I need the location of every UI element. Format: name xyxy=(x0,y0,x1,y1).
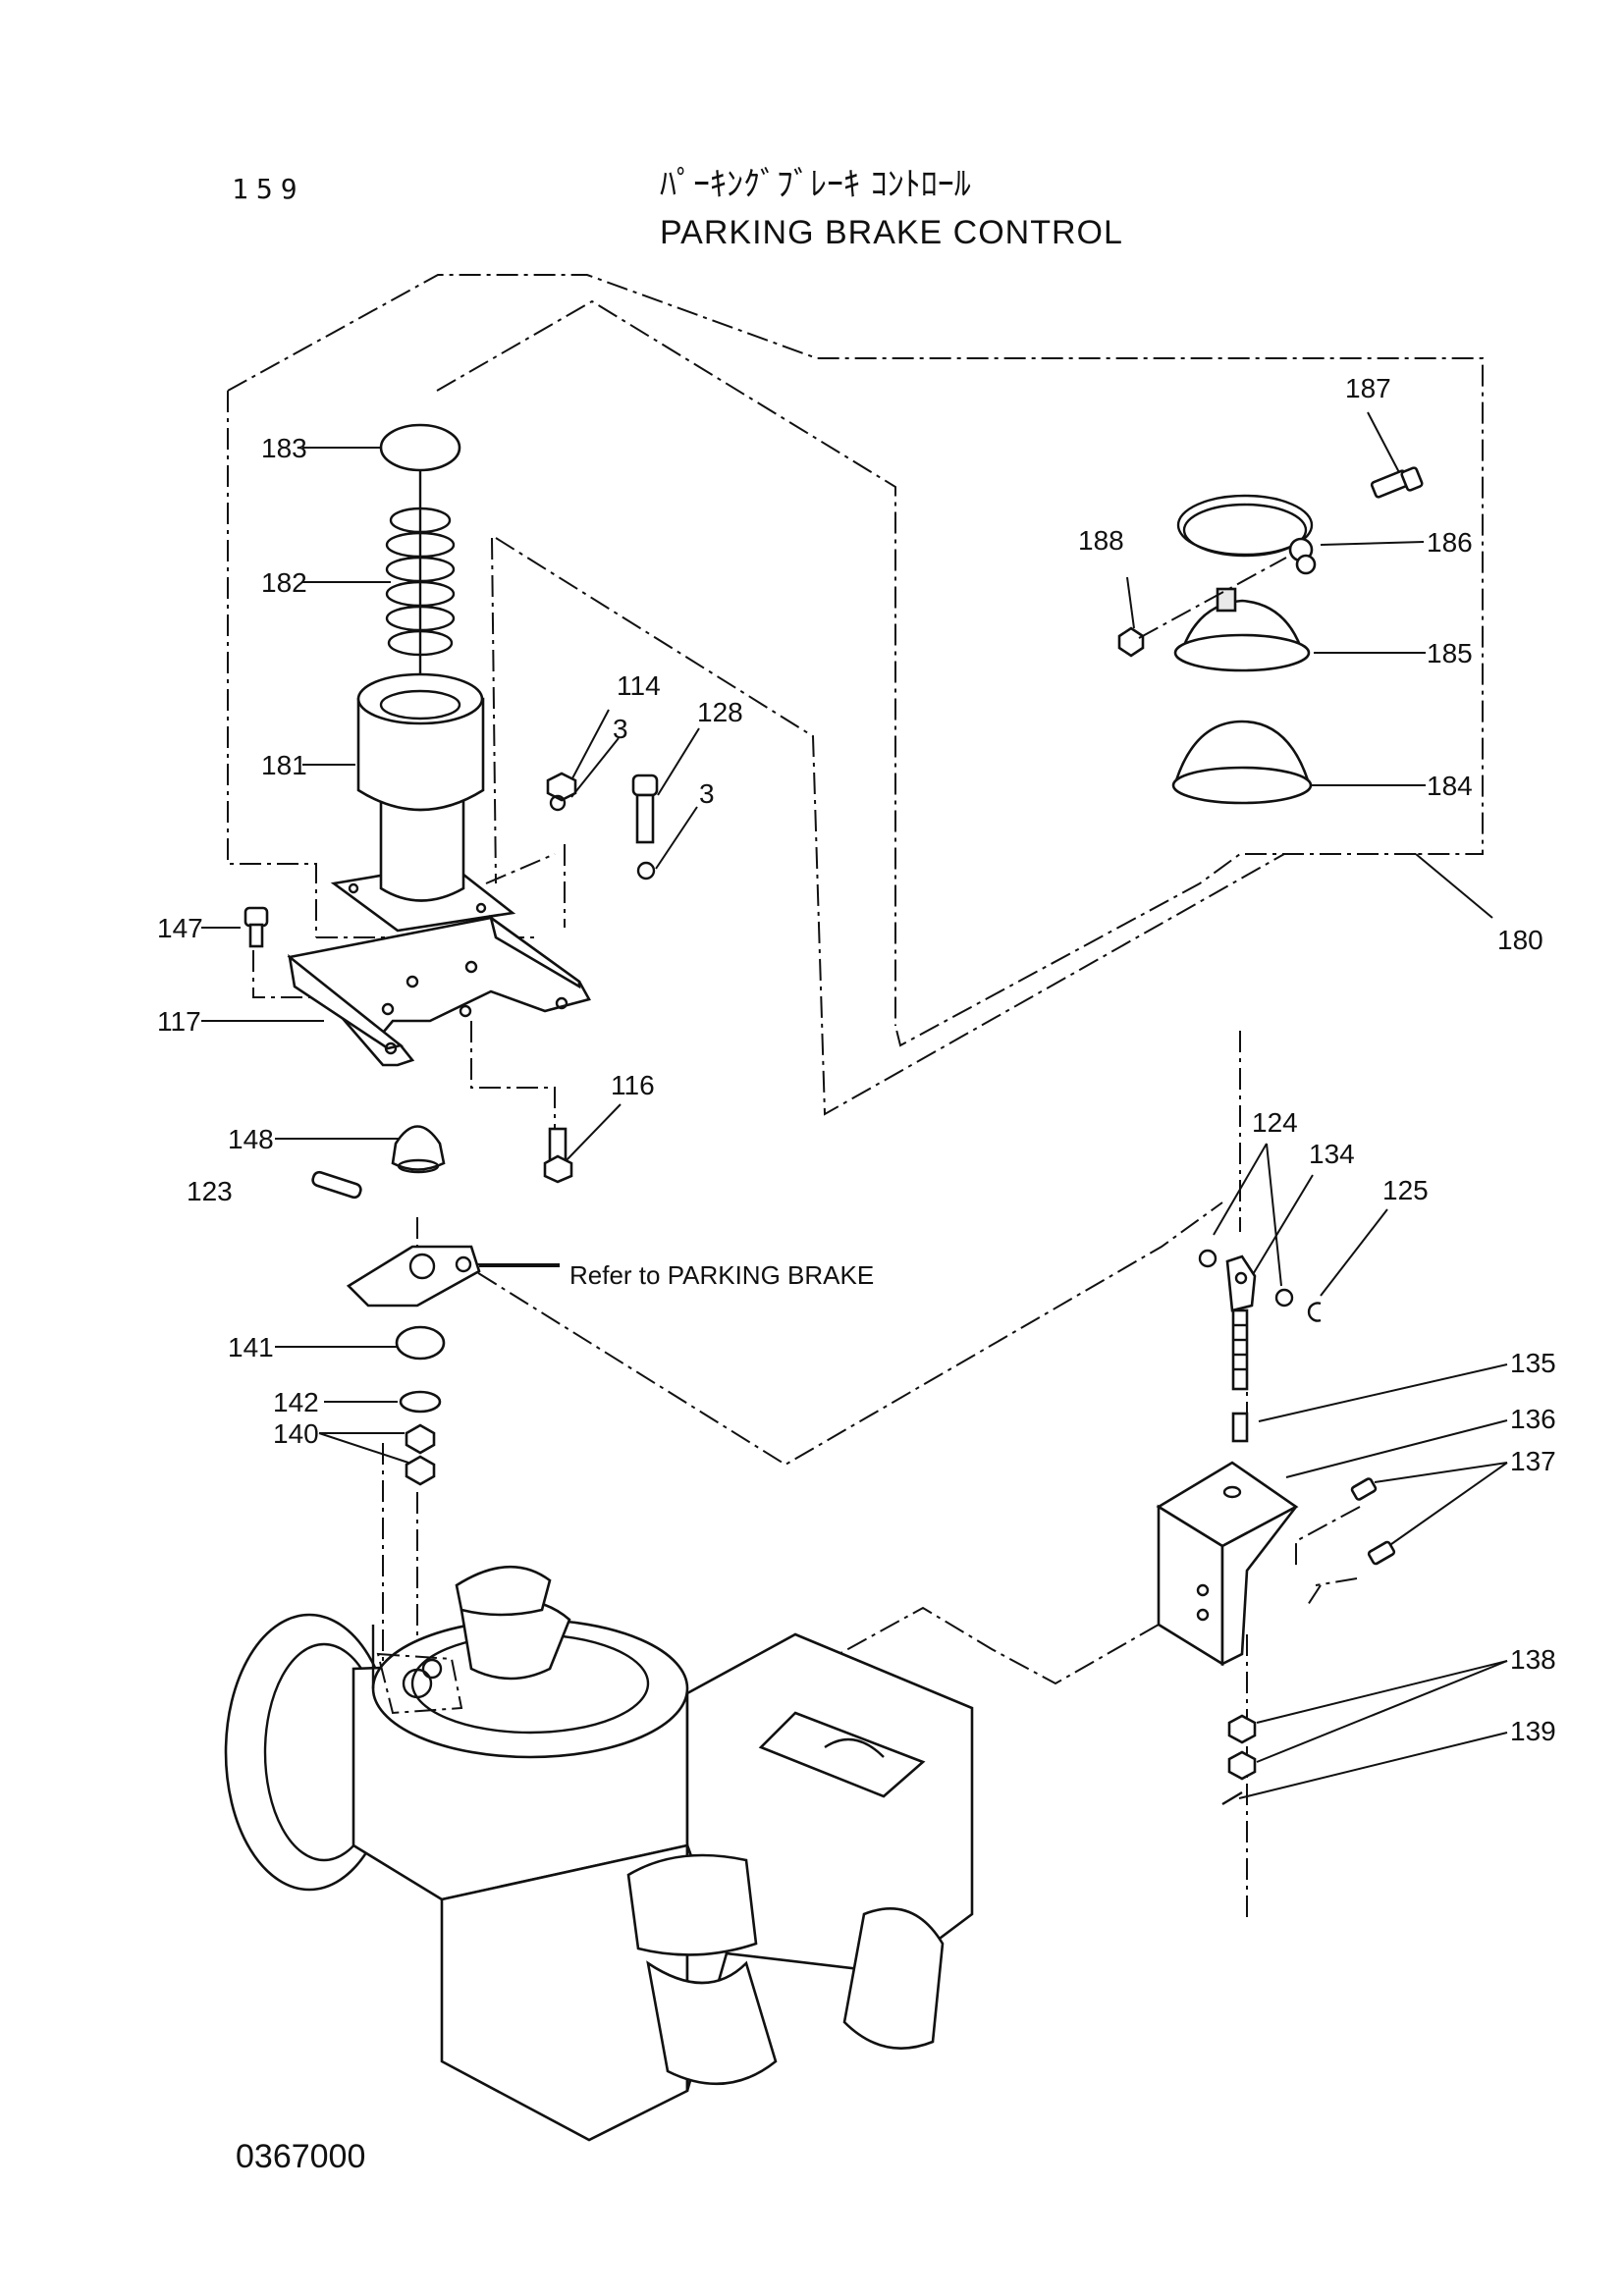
transmission-housing xyxy=(224,1565,974,2142)
nut-140b xyxy=(405,1455,436,1486)
label-141: 141 xyxy=(228,1332,274,1362)
nut-188 xyxy=(1117,626,1145,658)
callout-labels: 183 182 181 114 3 128 3 147 117 116 148 … xyxy=(157,373,1556,1746)
label-137: 137 xyxy=(1510,1446,1556,1476)
bolt-116 xyxy=(543,1127,573,1184)
label-183: 183 xyxy=(261,433,307,463)
label-135: 135 xyxy=(1510,1348,1556,1378)
label-186: 186 xyxy=(1427,527,1473,558)
diaphragm-185 xyxy=(1173,587,1311,672)
label-136: 136 xyxy=(1510,1404,1556,1434)
cotter-pin-139 xyxy=(1221,1790,1243,1806)
label-182: 182 xyxy=(261,567,307,598)
sleeve-135 xyxy=(1231,1412,1249,1443)
label-117: 117 xyxy=(157,1006,201,1037)
nut-138b xyxy=(1227,1750,1257,1781)
label-138: 138 xyxy=(1510,1644,1556,1675)
label-187: 187 xyxy=(1345,373,1391,403)
page-number: 159 xyxy=(232,173,305,205)
label-124: 124 xyxy=(1252,1107,1298,1138)
label-142: 142 xyxy=(273,1387,319,1417)
nut-140a xyxy=(405,1423,436,1455)
spring-182 xyxy=(385,471,456,712)
refer-note: Refer to PARKING BRAKE xyxy=(569,1260,874,1290)
bracket-plate-117 xyxy=(287,914,591,1067)
label-139: 139 xyxy=(1510,1716,1556,1746)
label-185: 185 xyxy=(1427,638,1473,668)
leader-lines xyxy=(201,411,1508,1799)
label-3a: 3 xyxy=(613,714,628,744)
washer-3b xyxy=(636,861,656,881)
label-147: 147 xyxy=(157,913,203,943)
washer-124b xyxy=(1274,1288,1294,1308)
label-114: 114 xyxy=(617,670,661,701)
screw-187 xyxy=(1370,466,1424,499)
label-184: 184 xyxy=(1427,771,1473,801)
bolt-137b xyxy=(1367,1540,1396,1566)
nut-138a xyxy=(1227,1714,1257,1744)
cap-183 xyxy=(379,423,461,472)
washer-3a xyxy=(549,794,567,812)
label-123: 123 xyxy=(187,1176,233,1206)
housing-181 xyxy=(330,672,516,933)
bracket-136 xyxy=(1156,1461,1299,1667)
label-125: 125 xyxy=(1382,1175,1429,1205)
diagram-title: PARKING BRAKE CONTROL xyxy=(660,214,1123,251)
assembly-boundary-lines xyxy=(227,274,1484,1919)
label-116: 116 xyxy=(611,1070,655,1100)
diaphragm-184 xyxy=(1171,720,1313,805)
bolt-137a xyxy=(1350,1477,1378,1501)
label-181: 181 xyxy=(261,750,307,780)
drawing-number: 0367000 xyxy=(236,2138,366,2175)
clamp-ring-186 xyxy=(1176,494,1317,575)
label-148: 148 xyxy=(228,1124,274,1154)
cap-148 xyxy=(391,1125,446,1174)
label-188: 188 xyxy=(1078,525,1124,556)
bolt-128 xyxy=(631,774,659,844)
nut-114 xyxy=(546,772,577,802)
label-180: 180 xyxy=(1497,925,1543,955)
title-japanese: ﾊﾟｰｷﾝｸﾞﾌﾞﾚｰｷ ｺﾝﾄﾛｰﾙ xyxy=(660,165,971,204)
clip-125 xyxy=(1307,1302,1322,1322)
pin-123 xyxy=(311,1170,362,1200)
label-140: 140 xyxy=(273,1418,319,1449)
label-128: 128 xyxy=(697,697,743,727)
bolt-147 xyxy=(243,906,269,948)
label-3b: 3 xyxy=(699,778,715,809)
cap-141 xyxy=(395,1325,446,1361)
label-134: 134 xyxy=(1309,1139,1355,1169)
clevis-rod-134 xyxy=(1225,1255,1257,1391)
washer-124a xyxy=(1198,1249,1217,1268)
washer-142 xyxy=(399,1390,442,1414)
lever-arm xyxy=(346,1245,481,1308)
